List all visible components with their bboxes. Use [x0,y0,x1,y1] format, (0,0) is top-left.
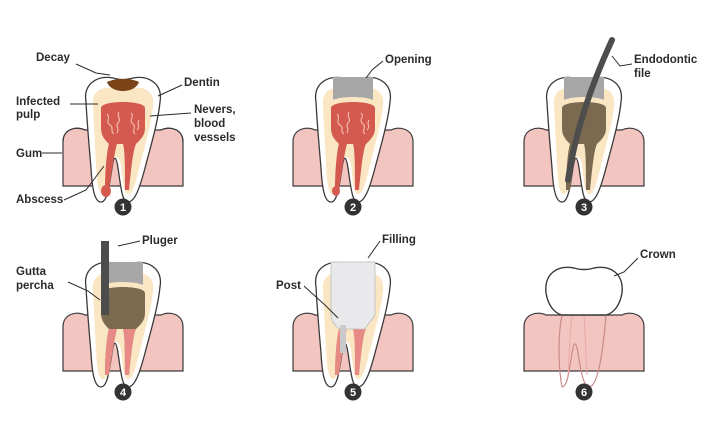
label-nerves-line1: Nevers, [194,104,236,116]
label-infected-pulp-line2: pulp [16,109,40,121]
decay-leader [75,63,111,76]
label-decay: Decay [36,52,70,64]
step-5 [292,261,414,388]
svg-text:1: 1 [120,202,126,214]
label-pluger: Pluger [142,235,178,247]
abscess-leader [63,165,105,201]
step-4 [62,241,184,388]
step-6 [523,266,645,388]
pluger-leader [117,240,141,247]
post-leader [303,285,339,319]
label-gum: Gum [16,148,42,160]
label-crown: Crown [640,249,676,261]
opening-leader [365,60,384,79]
label-infected-pulp-line1: Infected [16,96,60,108]
crown-leader [613,257,639,277]
step-number-5: 5 [344,383,362,401]
faint-canals [567,314,588,376]
access-opening [103,262,143,285]
label-file-line1: Endodontic [634,54,698,66]
gum-edge-right [160,127,184,143]
dentin-leader [157,84,183,97]
gum-edge-left [62,127,86,143]
svg-text:5: 5 [350,387,356,399]
abscess-spot [332,186,340,196]
label-gutta-line1: Gutta [16,266,47,278]
label-dentin: Dentin [184,77,220,89]
decay-spot [107,79,139,91]
svg-text:4: 4 [120,387,127,399]
svg-text:2: 2 [350,202,356,214]
gutta-leader [67,281,101,301]
label-post: Post [276,280,301,292]
filling-leader [367,240,381,259]
label-opening: Opening [385,54,432,66]
step-number-6: 6 [575,383,593,401]
label-abscess: Abscess [16,194,63,206]
step-number-3: 3 [575,198,593,216]
label-nerves-line2: blood [194,118,225,130]
abscess-spot [101,185,111,197]
step-number-1: 1 [114,198,132,216]
dental-crown [545,266,623,316]
label-nerves-line3: vessels [194,132,236,144]
post [340,325,346,353]
svg-text:3: 3 [581,202,587,214]
step-number-2: 2 [344,198,362,216]
label-filling: Filling [382,234,416,246]
label-gutta-line2: percha [16,280,54,292]
step-2 [292,76,414,203]
endodontic-file [565,37,615,183]
filling-material [330,261,376,330]
nerves-leader [149,112,192,117]
plugger-instrument [101,241,109,315]
step-3 [523,37,645,203]
step-number-4: 4 [114,383,132,401]
label-file-line2: file [634,68,651,80]
file-leader [611,55,633,67]
step-1 [62,76,184,203]
access-opening [333,77,373,100]
svg-text:6: 6 [581,387,587,399]
